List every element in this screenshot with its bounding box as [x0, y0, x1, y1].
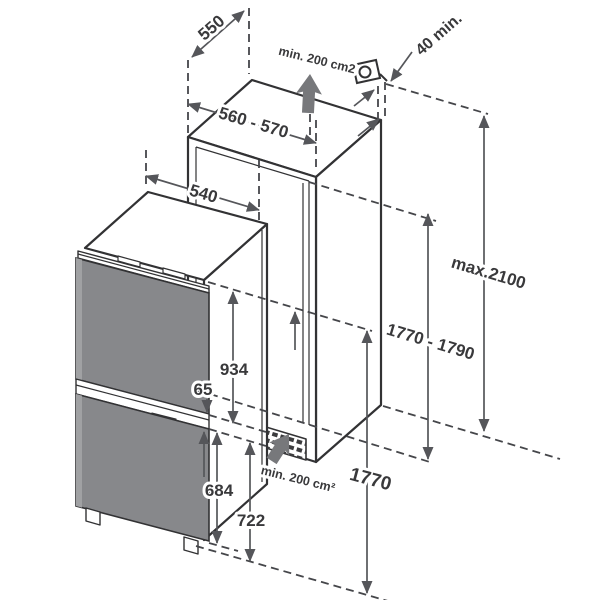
appliance-foot-left [85, 507, 101, 526]
ref-max-height-top [385, 83, 489, 115]
arrow-top-clearance-2 [353, 89, 375, 107]
door-divider-line [75, 384, 210, 421]
dim-leader-top-clearance [390, 51, 413, 82]
dim-label-top-clearance: 40 min. [413, 10, 466, 59]
hinge-right [162, 267, 186, 280]
hinge-left [117, 255, 141, 268]
ref-floor [195, 545, 388, 600]
cabinet-right-face [314, 118, 383, 464]
niche-opening-frame [195, 146, 310, 425]
dim-label-gap: 65 [194, 380, 213, 399]
freezer-door-edge-highlight [76, 394, 82, 508]
dim-label-max-height: max.2100 [449, 253, 528, 293]
dim-label-appliance-height: 1770 [347, 464, 393, 495]
ref-max-height-bottom [382, 405, 561, 460]
ref-appliance-bottom [208, 542, 239, 552]
dim-label-upper-door: 934 [220, 360, 249, 379]
top-strip-line [77, 253, 210, 290]
ref-appliance-top [207, 281, 373, 332]
top-clearance-gap-lines [377, 82, 386, 122]
dim-line-niche-width [187, 102, 317, 145]
power-outlet-icon [351, 58, 388, 85]
fridge-door-edge-highlight [76, 258, 82, 381]
ref-divider-bottom [208, 428, 267, 447]
airflow-arrow-vent-icon [266, 434, 290, 465]
dim-label-lower-section: 722 [237, 511, 265, 530]
dim-line-niche-depth [191, 10, 245, 58]
ref-niche-top [308, 181, 437, 222]
arrow-corner-pointer [357, 118, 380, 137]
dim-label-lower-door: 684 [205, 481, 234, 500]
dim-label-niche-depth: 550 [194, 11, 228, 44]
dim-line-appliance-width [145, 174, 260, 212]
appliance-foot-right [183, 536, 199, 555]
dim-label-niche-height: 1770 - 1790 [384, 320, 476, 364]
label-vent-bottom: min. 200 cm² [260, 463, 337, 495]
label-vent-top: min. 200 cm2 [277, 44, 357, 77]
